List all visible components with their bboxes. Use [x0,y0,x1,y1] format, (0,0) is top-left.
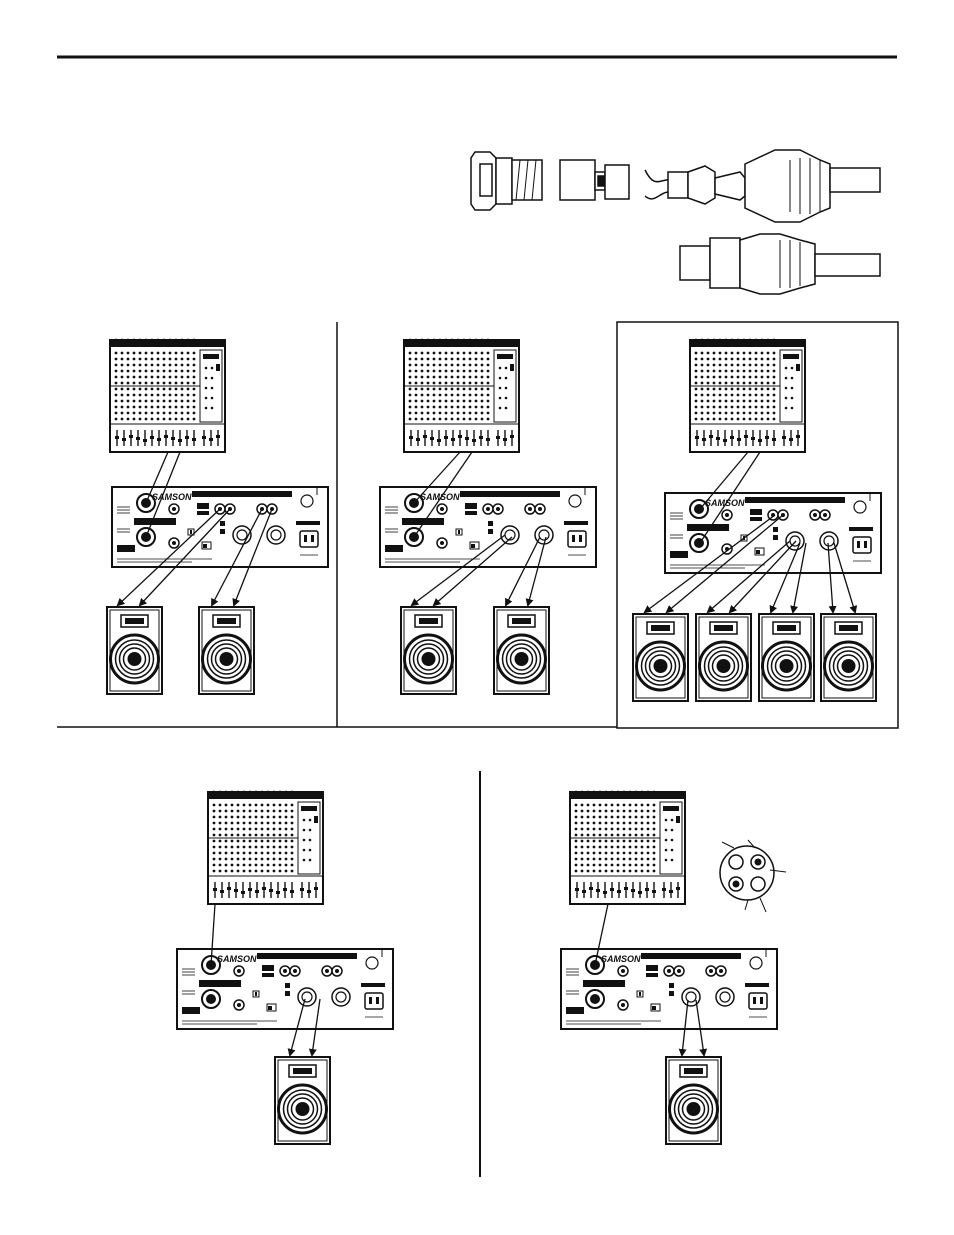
speaker-cabinet [107,607,162,694]
speaker-cabinet [821,614,876,701]
speaker-cabinet [199,607,254,694]
speaker-cabinet [401,607,456,694]
setup-quad-parallel [633,339,881,701]
speaker-cabinet [696,614,751,701]
amplifier-rear-panel [561,949,777,1029]
speakon-assembled-plug [680,234,880,294]
setup-bridged-binding-post [177,791,393,1144]
speaker-cabinet [666,1057,721,1144]
speaker-cabinet [633,614,688,701]
amplifier-rear-panel [665,493,881,573]
setup-stereo-binding-post [107,339,328,694]
speaker-cabinet [494,607,549,694]
mixer [208,791,323,904]
mixer [570,791,685,904]
mixer [690,339,805,452]
setup-bridged-speakon [561,791,786,1144]
amplifier-rear-panel [177,949,393,1029]
amplifier-rear-panel [380,487,596,567]
speaker-cabinet [759,614,814,701]
amplifier-rear-panel [112,487,328,567]
speakon-connector-parts [471,150,880,222]
speakon-pin-diagram [720,840,786,912]
speaker-cabinet [275,1057,330,1144]
mixer [404,339,519,452]
mixer [110,339,225,452]
setup-stereo-speakon [380,339,596,694]
